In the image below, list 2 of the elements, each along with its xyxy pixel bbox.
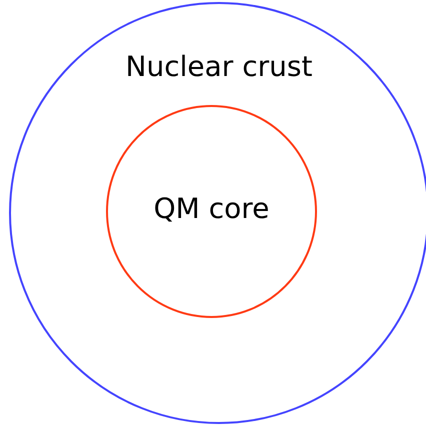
- region-label: Nuclear crust: [126, 50, 312, 84]
- region-label: QM core: [154, 192, 270, 226]
